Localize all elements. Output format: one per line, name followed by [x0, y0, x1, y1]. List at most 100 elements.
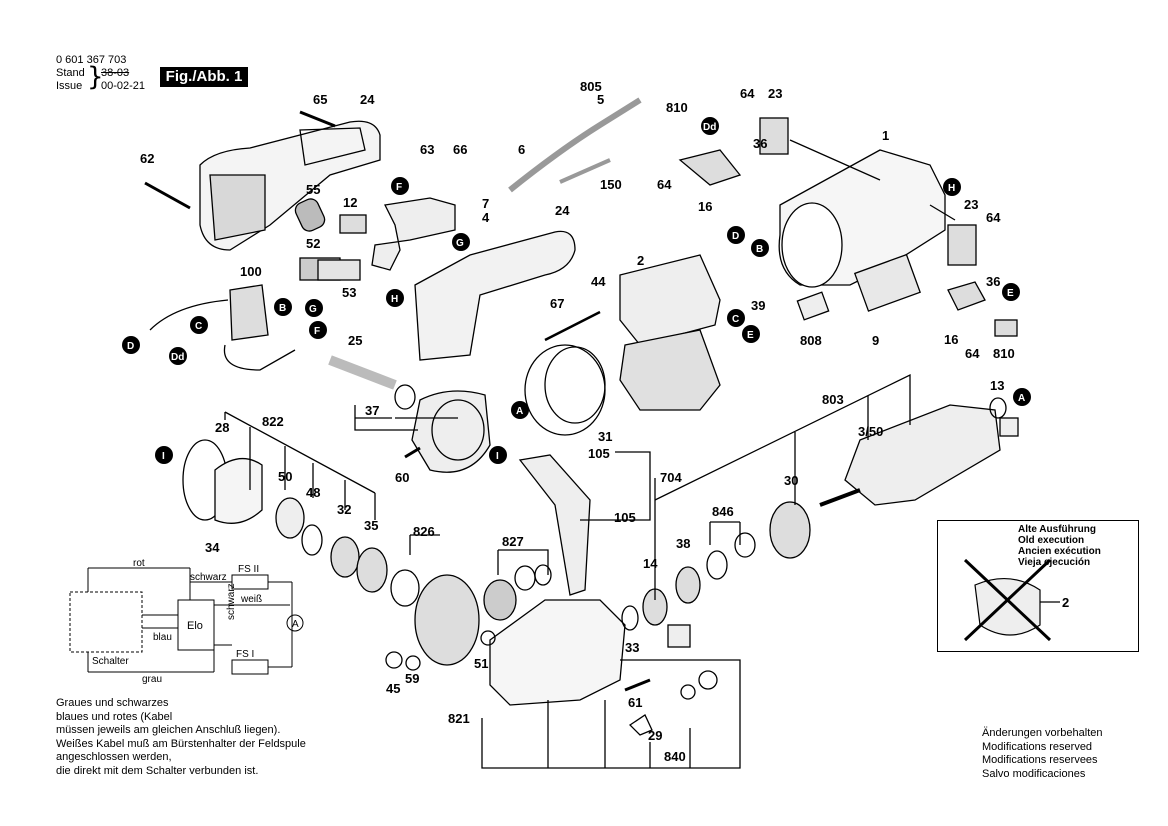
callout-45: 45 — [386, 681, 400, 696]
callout-59: 59 — [405, 671, 419, 686]
note-line: Modifications reservees — [982, 754, 1098, 766]
callout-35: 35 — [364, 518, 378, 533]
callout-3-50: 3/50 — [858, 424, 883, 439]
wire-schalter: Schalter — [92, 656, 129, 667]
callout-810-top: 810 — [666, 100, 688, 115]
callout-37: 37 — [365, 403, 379, 418]
figure-label: Fig./Abb. 1 — [160, 67, 248, 87]
callout-4: 4 — [482, 210, 490, 225]
svg-text:H: H — [391, 294, 398, 305]
note-line: die direkt mit dem Schalter verbunden is… — [56, 764, 259, 777]
note-line: blaues und rotes (Kabel — [56, 710, 173, 723]
wire-blau: blau — [153, 632, 172, 643]
wire-fs-i: FS I — [236, 649, 254, 660]
wire-rot: rot — [133, 558, 145, 569]
wire-elo: Elo — [187, 620, 203, 632]
callout-805: 805 — [580, 79, 602, 94]
callout-704: 704 — [660, 470, 682, 485]
svg-text:Dd: Dd — [703, 122, 716, 133]
svg-text:F: F — [396, 182, 402, 193]
callout-48: 48 — [306, 485, 320, 500]
wire-meter: A — [292, 619, 299, 630]
callout-51: 51 — [474, 656, 488, 671]
callout-34: 34 — [205, 540, 220, 555]
note-line: angeschlossen werden, — [56, 751, 172, 763]
old-execution-es: Vieja ejecución — [1018, 557, 1091, 568]
callout-5: 5 — [597, 92, 604, 107]
callout-39: 39 — [751, 298, 765, 313]
old-execution-de: Alte Ausführung — [1018, 524, 1096, 535]
callout-53: 53 — [342, 285, 356, 300]
callout-67: 67 — [550, 296, 564, 311]
note-line: Modifications reserved — [982, 740, 1093, 753]
callout-24-right: 24 — [555, 203, 570, 218]
callout-64-mid: 64 — [657, 177, 672, 192]
part-number: 0 601 367 703 — [56, 54, 127, 66]
old-execution-labels: Alte Ausführung Old execution Ancien exé… — [1018, 524, 1101, 568]
issue-value: 00-02-21 — [101, 80, 146, 92]
callout-44: 44 — [591, 274, 606, 289]
svg-text:E: E — [747, 330, 754, 341]
callout-64-right: 64 — [986, 210, 1001, 225]
stand-label: Stand — [56, 67, 85, 79]
callout-36-top: 36 — [753, 136, 767, 151]
callout-821: 821 — [448, 711, 470, 726]
note-line: Weißes Kabel muß am Bürstenhalter der Fe… — [56, 737, 306, 750]
wire-schwarz-side: schwarz — [226, 583, 237, 620]
note-line: müssen jeweils am gleichen Anschluß lieg… — [56, 724, 281, 736]
svg-text:F: F — [314, 326, 320, 337]
old-execution-box — [937, 520, 1139, 652]
callout-808: 808 — [800, 333, 822, 348]
note-line: Änderungen vorbehalten — [982, 727, 1103, 739]
old-execution-part: 2 — [1062, 595, 1069, 610]
callout-64-low: 64 — [965, 346, 980, 361]
callout-9: 9 — [872, 333, 879, 348]
callout-803: 803 — [822, 392, 844, 407]
svg-text:H: H — [948, 183, 955, 194]
callout-6: 6 — [518, 142, 525, 157]
callout-60: 60 — [395, 470, 409, 485]
callout-28: 28 — [215, 420, 229, 435]
callout-100: 100 — [240, 264, 262, 279]
svg-text:Dd: Dd — [171, 352, 184, 363]
svg-text:A: A — [1018, 393, 1025, 404]
callout-33: 33 — [625, 640, 639, 655]
svg-text:I: I — [162, 451, 165, 462]
svg-text:G: G — [309, 304, 317, 315]
svg-text:A: A — [516, 406, 523, 417]
callout-24-top: 24 — [360, 92, 375, 107]
callout-66: 66 — [453, 142, 467, 157]
callout-16-right: 16 — [944, 332, 958, 347]
wire-fs-ii: FS II — [238, 564, 259, 575]
wire-schwarz-top: schwarz — [190, 572, 227, 583]
callout-2: 2 — [637, 253, 644, 268]
issue-label: Issue — [56, 80, 83, 92]
callout-7: 7 — [482, 196, 489, 211]
callout-31: 31 — [598, 429, 612, 444]
svg-text:D: D — [732, 231, 739, 242]
callout-105-top: 105 — [588, 446, 610, 461]
old-execution-fr: Ancien exécution — [1018, 546, 1101, 557]
callout-25: 25 — [348, 333, 362, 348]
note-line: Graues und schwarzes — [56, 697, 169, 709]
callout-63: 63 — [420, 142, 434, 157]
wire-grau: grau — [142, 674, 162, 685]
callout-822: 822 — [262, 414, 284, 429]
callout-38: 38 — [676, 536, 690, 551]
svg-text:B: B — [756, 244, 763, 255]
callout-61: 61 — [628, 695, 642, 710]
callout-23-top: 23 — [768, 86, 782, 101]
callout-13: 13 — [990, 378, 1004, 393]
modifications-notes: Änderungen vorbehalten Modifications res… — [982, 727, 1102, 781]
callout-810-right: 810 — [993, 346, 1015, 361]
svg-text:C: C — [195, 321, 202, 332]
callout-12: 12 — [343, 195, 357, 210]
callout-32: 32 — [337, 502, 351, 517]
callout-65: 65 — [313, 92, 327, 107]
callout-846: 846 — [712, 504, 734, 519]
svg-text:G: G — [456, 238, 464, 249]
callout-30: 30 — [784, 473, 798, 488]
callout-55: 55 — [306, 182, 320, 197]
svg-text:B: B — [279, 303, 286, 314]
